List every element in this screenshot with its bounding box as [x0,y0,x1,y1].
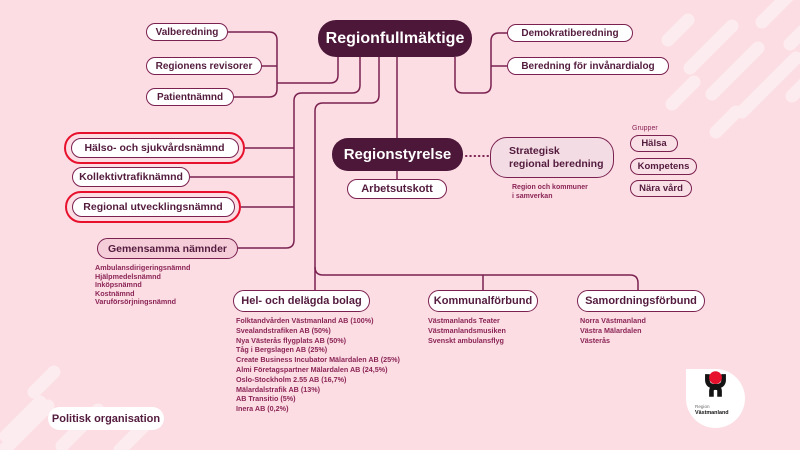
valberedning-label: Valberedning [155,26,219,38]
logo-text-region: Region [695,404,710,409]
regional-utvecklingsnamnd-label: Regional utvecklingsnämnd [83,201,223,213]
list-item: Ambulansdirigeringsnämnd [95,263,191,272]
page-title-label: Politisk organisation [51,412,161,425]
list-item: Folktandvården Västmanland AB (100%) [236,316,374,325]
region-vastmanland-logo: Region Västmanland [686,369,745,428]
list-item: AB Transitio (5%) [236,394,296,404]
strategisk-label-line2: regional beredning [509,157,604,170]
samordningsforbund-label: Samordningsförbund [585,295,697,307]
halso-sjukvardsnamnd-label: Hälso- och sjukvårdsnämnd [84,142,225,154]
valberedning-box: Valberedning [146,23,228,41]
beredning-invanardialog-label: Beredning för invånardialog [521,60,655,72]
regional-utvecklingsnamnd-box: Regional utvecklingsnämnd [71,197,235,217]
halso-sjukvardsnamnd-box: Hälso- och sjukvårdsnämnd [70,138,239,158]
regionfullmaktige-box: Regionfullmäktige [318,20,472,57]
kommunalforbund-box: Kommunalförbund [428,290,538,312]
regionens-revisorer-box: Regionens revisorer [146,57,262,75]
caption-line: Region och kommuner [512,184,588,191]
arbetsutskott-box: Arbetsutskott [347,179,447,199]
list-item: Svenskt ambulansflyg [428,335,504,345]
list-item: Kostnämnd [95,288,135,298]
strategisk-label-line1: Strategisk [509,145,560,157]
grupp-halsa-label: Hälsa [641,138,667,149]
grupp-kompetens-label: Kompetens [637,161,690,172]
grupp-halsa-box: Hälsa [630,135,678,152]
list-item: Svealandstrafiken AB (50%) [236,325,331,335]
regionens-revisorer-label: Regionens revisorer [155,60,253,72]
halso-sjukvardsnamnd-highlight: Hälso- och sjukvårdsnämnd [64,132,245,164]
grupp-kompetens-box: Kompetens [630,158,697,175]
patientnamnd-box: Patientnämnd [146,88,234,106]
caption-line: i samverkan [512,193,553,200]
gemensamma-namnder-box: Gemensamma nämnder [97,238,238,259]
list-item: Tåg i Bergslagen AB (25%) [236,345,328,355]
demokratiberedning-label: Demokratiberedning [521,27,619,39]
kollektivtrafiknamnd-label: Kollektivtrafiknämnd [79,171,183,183]
samordningsforbund-box: Samordningsförbund [577,290,705,312]
regionstyrelse-box: Regionstyrelse [332,138,463,171]
beredning-invanardialog-box: Beredning för invånardialog [507,57,669,75]
list-item: Västmanlandsmusiken [428,325,506,335]
list-item: Create Business Incubator Mälardalen AB … [236,355,400,365]
samordningsforbund-list: Norra Västmanland Västra Mälardalen Väst… [580,316,646,345]
list-item: Inera AB (0,2%) [236,404,289,414]
hel-delagda-bolag-label: Hel- och delägda bolag [241,295,362,307]
gemensamma-namnder-label: Gemensamma nämnder [107,242,228,255]
kommunalforbund-label: Kommunalförbund [433,295,533,307]
grupper-label: Grupper [632,125,658,132]
grupp-nara-vard-box: Nära vård [630,180,692,197]
logo-text-vastmanland: Västmanland [695,410,729,416]
list-item: Västmanlands Teater [428,316,500,325]
list-item: Inköpsnämnd [95,280,142,289]
list-item: Mälardalstrafik AB (13%) [236,384,321,394]
page-title: Politisk organisation [48,407,164,430]
hel-delagda-bolag-box: Hel- och delägda bolag [233,290,370,312]
regionstyrelse-label: Regionstyrelse [343,146,452,163]
regional-utvecklingsnamnd-highlight: Regional utvecklingsnämnd [65,191,241,223]
list-item: Västerås [580,335,610,345]
companies-list: Folktandvården Västmanland AB (100%) Sve… [236,316,400,414]
arbetsutskott-label: Arbetsutskott [361,183,433,195]
list-item: Norra Västmanland [580,316,646,325]
grupp-nara-vard-label: Nära vård [639,183,683,194]
list-item: Nya Västerås flygplats AB (50%) [236,335,346,345]
regionfullmaktige-label: Regionfullmäktige [325,29,465,47]
kommunalforbund-list: Västmanlands Teater Västmanlandsmusiken … [428,316,506,345]
patientnamnd-label: Patientnämnd [156,91,224,103]
list-item: Västra Mälardalen [580,325,642,335]
list-item: Oslo-Stockholm 2.55 AB (16,7%) [236,374,347,384]
demokratiberedning-box: Demokratiberedning [507,24,633,42]
strategisk-caption: Region och kommuner i samverkan [512,183,588,201]
strategisk-regional-beredning-box: Strategisk regional beredning [490,137,614,178]
gemensamma-namnder-list: Ambulansdirigeringsnämnd Hjälpmedelsnämn… [95,263,191,307]
kollektivtrafiknamnd-box: Kollektivtrafiknämnd [72,167,190,187]
list-item: Varuförsörjningsnämnd [95,297,177,306]
logo-figure-icon: Region Västmanland [695,371,729,416]
list-item: Almi Företagspartner Mälardalen AB (24,5… [236,364,388,374]
list-item: Hjälpmedelsnämnd [95,271,161,281]
